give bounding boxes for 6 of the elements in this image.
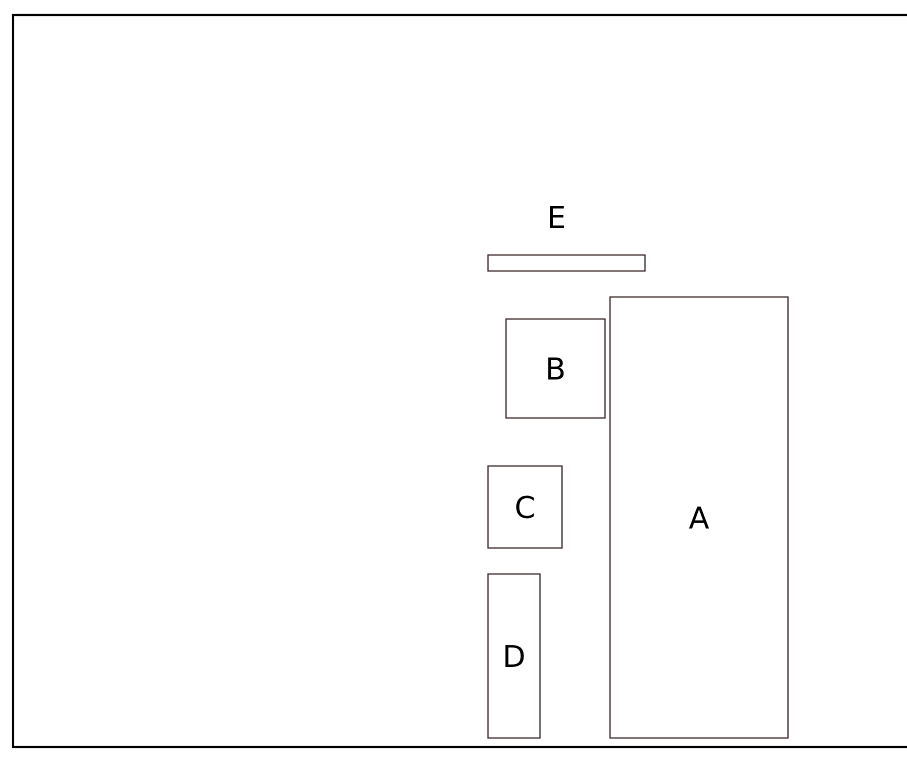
labeled-box: C	[487, 465, 563, 549]
labeled-box: B	[505, 318, 606, 419]
bar: E	[487, 206, 646, 272]
labeled-box: D	[487, 573, 541, 739]
node-label: E	[550, 206, 564, 228]
labeled-box: A	[609, 296, 789, 739]
